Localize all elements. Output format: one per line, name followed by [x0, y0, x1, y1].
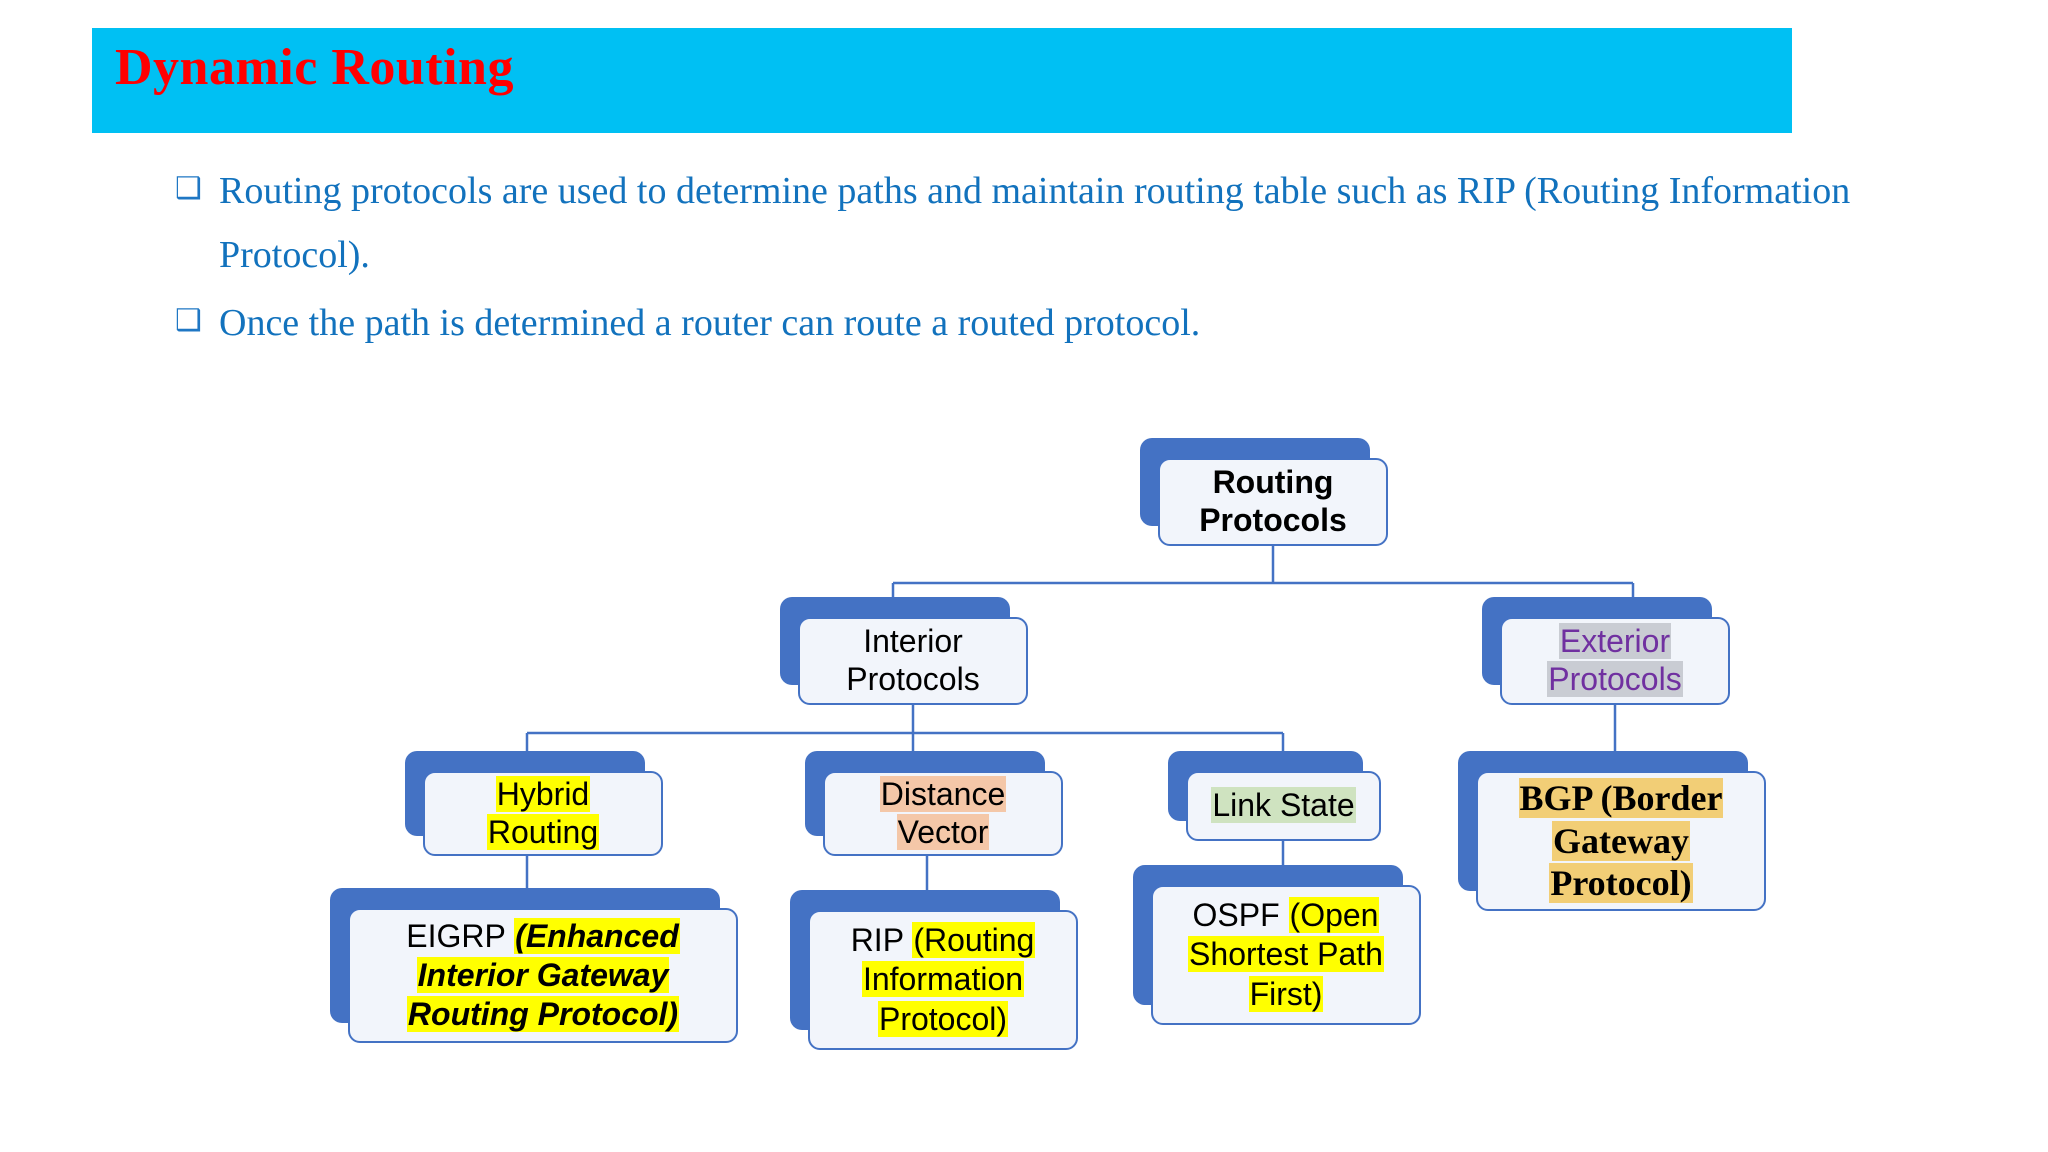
node-face: RIP (Routing Information Protocol) [808, 910, 1078, 1050]
node-exterior-protocols[interactable]: Exterior Protocols [1482, 597, 1730, 705]
node-label: RIP (Routing Information Protocol) [845, 921, 1042, 1038]
node-acronym: EIGRP [406, 917, 515, 954]
node-label-line-2: Gateway [1552, 820, 1690, 861]
node-acronym: RIP [850, 922, 913, 959]
node-face: EIGRP (Enhanced Interior Gateway Routing… [348, 908, 738, 1043]
node-label-line-3: Protocol) [1549, 863, 1693, 904]
node-label-line-1: BGP (Border [1518, 778, 1724, 819]
node-label-line-2: Information [861, 961, 1025, 998]
node-label-line-3: Protocol) [877, 1000, 1009, 1037]
node-label-line-1: Interior [863, 623, 963, 660]
node-label: Routing Protocols [1193, 464, 1353, 540]
node-label: Interior Protocols [840, 623, 985, 699]
node-label: Link State [1205, 787, 1361, 825]
node-label-line-2: Routing [486, 813, 600, 850]
node-face: Link State [1186, 771, 1381, 841]
node-acronym: OSPF [1192, 897, 1289, 934]
node-label: EIGRP (Enhanced Interior Gateway Routing… [400, 917, 685, 1034]
bullet-list: ❑ Routing protocols are used to determin… [175, 160, 1875, 359]
node-routing-protocols[interactable]: Routing Protocols [1140, 438, 1388, 546]
node-label-line-1: Hybrid [495, 775, 591, 812]
node-face: Hybrid Routing [423, 771, 663, 856]
square-bullet-icon: ❑ [175, 171, 202, 206]
node-face: OSPF (Open Shortest Path First) [1151, 885, 1421, 1025]
node-face: Interior Protocols [798, 617, 1028, 705]
bullet-text-1: Routing protocols are used to determine … [219, 170, 1851, 276]
node-label-line-1: (Enhanced [514, 917, 680, 954]
square-bullet-icon: ❑ [175, 302, 202, 338]
node-label: Exterior Protocols [1541, 623, 1688, 699]
node-face: Routing Protocols [1158, 458, 1388, 546]
node-face: BGP (Border Gateway Protocol) [1476, 771, 1766, 911]
node-label-line-1: Link State [1211, 787, 1356, 824]
node-rip[interactable]: RIP (Routing Information Protocol) [790, 890, 1078, 1050]
node-bgp[interactable]: BGP (Border Gateway Protocol) [1458, 751, 1766, 911]
node-hybrid-routing[interactable]: Hybrid Routing [405, 751, 663, 856]
node-label-line-3: Routing Protocol) [406, 996, 680, 1033]
node-label-line-2: Protocols [846, 661, 980, 697]
node-label-line-3: First) [1248, 975, 1324, 1012]
page-title: Dynamic Routing [115, 39, 514, 96]
node-label: Distance Vector [874, 775, 1013, 852]
node-label-line-2: Protocols [1547, 661, 1683, 697]
node-eigrp[interactable]: EIGRP (Enhanced Interior Gateway Routing… [330, 888, 738, 1043]
node-label: BGP (Border Gateway Protocol) [1513, 777, 1730, 904]
node-ospf[interactable]: OSPF (Open Shortest Path First) [1133, 865, 1421, 1025]
node-distance-vector[interactable]: Distance Vector [805, 751, 1063, 856]
node-face: Exterior Protocols [1500, 617, 1730, 705]
node-label-line-1: Distance [879, 775, 1007, 812]
bullet-item-2: ❑ Once the path is determined a router c… [175, 292, 1875, 356]
node-label-line-2: Protocols [1199, 502, 1347, 538]
node-label-line-1: (Routing [912, 922, 1036, 959]
node-label-line-1: Routing [1212, 464, 1334, 501]
node-label-line-2: Interior Gateway [416, 956, 670, 993]
node-face: Distance Vector [823, 771, 1063, 856]
node-interior-protocols[interactable]: Interior Protocols [780, 597, 1028, 705]
node-label: OSPF (Open Shortest Path First) [1182, 896, 1390, 1013]
node-label: Hybrid Routing [481, 775, 605, 852]
node-link-state[interactable]: Link State [1168, 751, 1381, 841]
node-label-line-2: Shortest Path [1188, 936, 1384, 973]
node-label-line-1: (Open [1288, 897, 1380, 934]
node-label-line-2: Vector [896, 813, 990, 850]
title-banner [92, 28, 1792, 133]
bullet-text-2: Once the path is determined a router can… [219, 301, 1201, 344]
bullet-item-1: ❑ Routing protocols are used to determin… [175, 160, 1875, 288]
node-label-line-1: Exterior [1558, 623, 1672, 660]
